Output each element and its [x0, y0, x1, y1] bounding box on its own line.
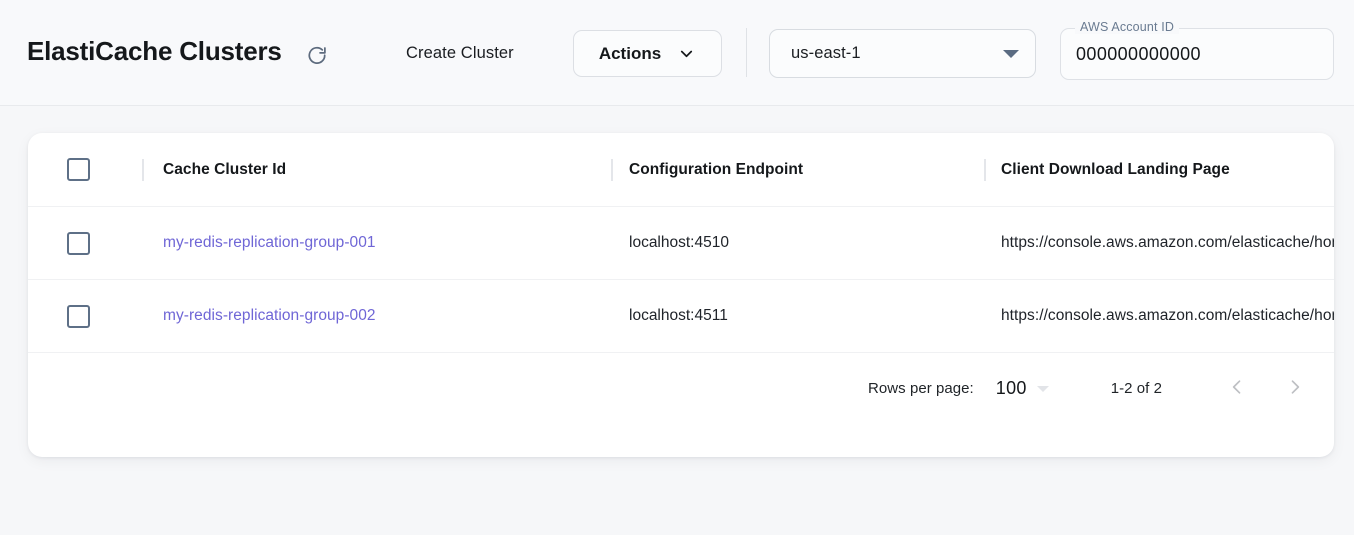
rows-per-page-label: Rows per page:: [868, 380, 974, 397]
chevron-left-icon: [1227, 377, 1247, 400]
chevron-down-icon: [677, 44, 696, 63]
table-header-row: Cache Cluster Id Configuration Endpoint …: [28, 133, 1334, 206]
select-all-checkbox[interactable]: [67, 158, 90, 181]
column-separator: [984, 158, 986, 181]
cache-cluster-link[interactable]: my-redis-replication-group-002: [163, 307, 376, 324]
cache-cluster-link[interactable]: my-redis-replication-group-001: [163, 234, 376, 251]
client-download-url: https://console.aws.amazon.com/elasticac…: [1001, 234, 1334, 251]
column-header-client-download-landing-page[interactable]: Client Download Landing Page: [1001, 160, 1230, 178]
row-checkbox[interactable]: [67, 231, 90, 255]
create-cluster-button[interactable]: Create Cluster: [390, 31, 530, 75]
aws-account-id-field[interactable]: AWS Account ID 000000000000: [1060, 20, 1334, 80]
select-all-cell: [28, 158, 136, 181]
client-download-url: https://console.aws.amazon.com/elasticac…: [1001, 307, 1334, 324]
app-header: ElastiCache Clusters Create Cluster Acti…: [0, 0, 1354, 106]
table-pagination: Rows per page: 100 1-2 of 2: [28, 352, 1334, 424]
cell-configuration-endpoint: localhost:4511: [629, 307, 728, 324]
header-divider: [746, 28, 747, 77]
next-page-button[interactable]: [1274, 368, 1316, 410]
pagination-range-label: 1-2 of 2: [1110, 380, 1162, 397]
cell-client-download-landing-page: https://console.aws.amazon.com/elasticac…: [979, 234, 1334, 252]
refresh-icon: [306, 45, 328, 67]
caret-down-icon: [1036, 385, 1049, 392]
rows-per-page-select[interactable]: 100: [996, 378, 1049, 399]
page-title: ElastiCache Clusters: [27, 36, 282, 66]
table-row[interactable]: my-redis-replication-group-002 localhost…: [28, 279, 1334, 352]
caret-down-icon: [1003, 50, 1019, 58]
row-select-cell: [28, 231, 136, 255]
table-body: my-redis-replication-group-001 localhost…: [28, 206, 1334, 352]
column-header-cache-cluster-id[interactable]: Cache Cluster Id: [163, 160, 287, 178]
column-separator: [611, 158, 613, 181]
cell-client-download-landing-page: https://console.aws.amazon.com/elasticac…: [979, 307, 1334, 325]
table-row[interactable]: my-redis-replication-group-001 localhost…: [28, 206, 1334, 279]
row-select-cell: [28, 304, 136, 328]
rows-per-page-value: 100: [995, 378, 1027, 398]
actions-button-label: Actions: [598, 43, 662, 63]
clusters-card: Cache Cluster Id Configuration Endpoint …: [28, 133, 1334, 457]
cell-cache-cluster-id: my-redis-replication-group-002: [136, 307, 606, 325]
region-select[interactable]: us-east-1: [769, 29, 1036, 78]
column-header-configuration-endpoint[interactable]: Configuration Endpoint: [629, 160, 804, 178]
column-separator: [142, 158, 144, 181]
cell-configuration-endpoint: localhost:4510: [629, 234, 729, 251]
actions-button[interactable]: Actions: [573, 30, 722, 77]
refresh-icon-button[interactable]: [299, 38, 335, 74]
previous-page-button[interactable]: [1216, 368, 1258, 410]
row-checkbox[interactable]: [67, 304, 90, 328]
cell-cache-cluster-id: my-redis-replication-group-001: [136, 234, 606, 252]
chevron-right-icon: [1285, 377, 1305, 400]
aws-account-id-label: AWS Account ID: [1075, 20, 1180, 34]
aws-account-id-value: 000000000000: [1076, 44, 1201, 64]
clusters-table: Cache Cluster Id Configuration Endpoint …: [28, 133, 1334, 424]
region-select-value: us-east-1: [791, 44, 861, 62]
